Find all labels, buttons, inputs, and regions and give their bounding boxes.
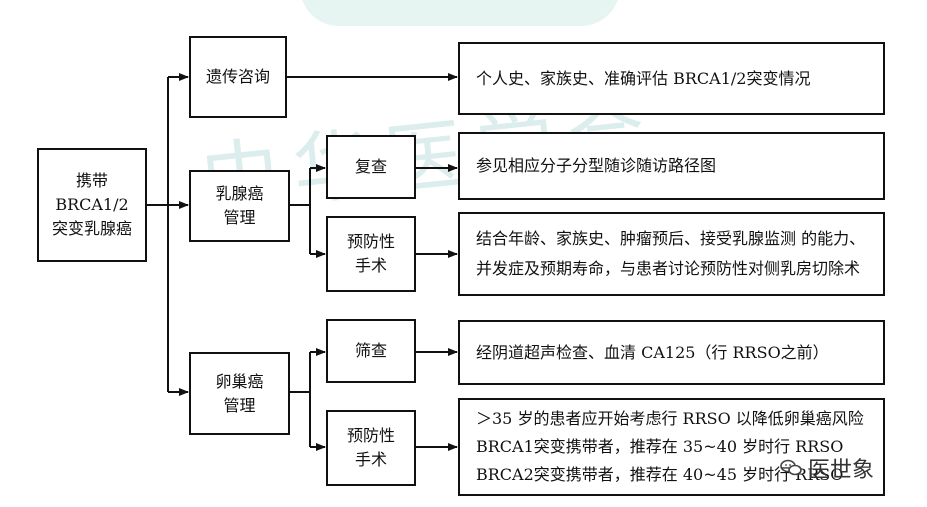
ovary-surgery-result: ＞35 岁的患者应开始考虑行 RRSO 以降低卵巢癌风险 BRCA1突变携带者，… (458, 398, 885, 496)
ovary-surgery-result-line-1: ＞35 岁的患者应开始考虑行 RRSO 以降低卵巢癌风险 (476, 409, 864, 428)
ovary-management-node: 卵巢癌 管理 (189, 352, 290, 435)
breast-review-label: 复查 (354, 157, 387, 176)
breast-review-node: 复查 (326, 135, 416, 199)
ovary-surgery-node: 预防性 手术 (326, 410, 416, 486)
ovary-surgery-line-2: 手术 (354, 450, 387, 469)
genetic-counseling-result-text: 个人史、家族史、准确评估 BRCA1/2突变情况 (476, 68, 811, 88)
breast-management-line-1: 乳腺癌 (215, 184, 264, 203)
ovary-screen-result-text: 经阴道超声检查、血清 CA125（行 RRSO之前） (476, 342, 829, 362)
watermark-banner (300, 0, 620, 26)
ovary-screen-node: 筛查 (326, 319, 416, 383)
brand-logo-text: 医世象 (808, 458, 875, 483)
breast-surgery-line-2: 手术 (354, 256, 387, 275)
breast-review-result-text: 参见相应分子分型随诊随访路径图 (476, 156, 717, 175)
genetic-counseling-result: 个人史、家族史、准确评估 BRCA1/2突变情况 (458, 42, 885, 115)
breast-review-result: 参见相应分子分型随诊随访路径图 (458, 132, 885, 200)
root-line-3: 突变乳腺癌 (51, 219, 132, 238)
breast-surgery-result-line-2: 并发症及预期寿命，与患者讨论预防性对侧乳房切除术 (476, 259, 861, 278)
genetic-counseling-node: 遗传咨询 (189, 36, 287, 118)
breast-management-line-2: 管理 (223, 208, 256, 227)
root-line-2: BRCA1/2 (55, 195, 129, 214)
genetic-counseling-label: 遗传咨询 (205, 67, 270, 86)
ovary-surgery-result-line-2: BRCA1突变携带者，推荐在 35~40 岁时行 RRSO (476, 437, 844, 456)
breast-surgery-result-line-1: 结合年龄、家族史、肿瘤预后、接受乳腺监测 的能力、 (476, 228, 866, 248)
ovary-surgery-line-1: 预防性 (346, 426, 395, 445)
ovary-management-line-2: 管理 (223, 395, 256, 415)
breast-surgery-result: 结合年龄、家族史、肿瘤预后、接受乳腺监测 的能力、 并发症及预期寿命，与患者讨论… (458, 212, 885, 296)
ovary-screen-result: 经阴道超声检查、血清 CA125（行 RRSO之前） (458, 320, 885, 385)
breast-surgery-node: 预防性 手术 (326, 216, 416, 292)
root-node: 携带 BRCA1/2 突变乳腺癌 (37, 148, 147, 262)
breast-surgery-line-1: 预防性 (346, 232, 395, 251)
ovary-surgery-result-line-3: BRCA2突变携带者，推荐在 40~45 岁时行 RRSO (476, 465, 844, 484)
brand-logo: 医世象 (780, 452, 874, 484)
wechat-icon (780, 459, 802, 476)
root-line-1: 携带 (75, 171, 108, 190)
breast-management-node: 乳腺癌 管理 (189, 170, 290, 242)
ovary-screen-label: 筛查 (354, 341, 387, 360)
ovary-management-line-1: 卵巢癌 (215, 371, 264, 391)
